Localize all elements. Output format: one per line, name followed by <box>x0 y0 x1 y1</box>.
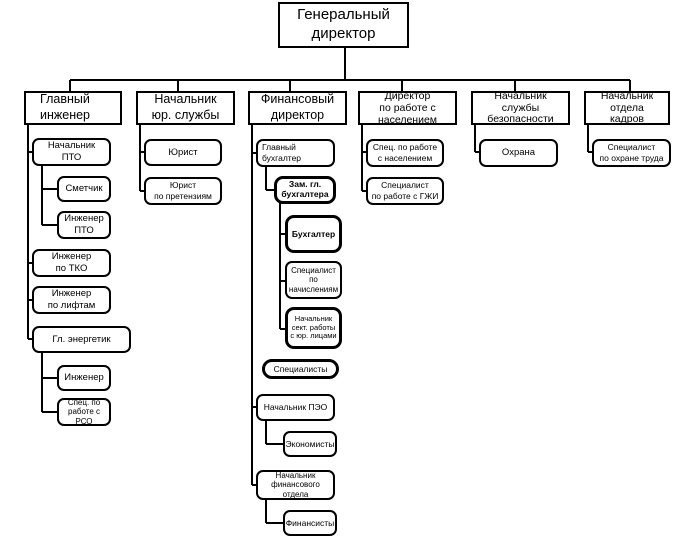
financiers-box: Финансисты <box>283 510 337 536</box>
labor-safety-specialist-box: Специалист по охране труда <box>592 139 671 167</box>
tko-engineer-box: Инженер по ТКО <box>32 249 111 277</box>
guard-box: Охрана <box>479 139 558 167</box>
accountant-box: Бухгалтер <box>285 215 342 253</box>
dept-engineer-head: Главный инженер <box>24 91 122 125</box>
gzhi-specialist-box: Специалист по работе с ГЖИ <box>366 177 444 205</box>
specialists-box: Специалисты <box>262 359 339 379</box>
dept-legal-head: Начальник юр. службы <box>136 91 235 125</box>
ceo-box: Генеральный директор <box>278 2 409 48</box>
dept-population-head: Директор по работе с населением <box>358 90 457 126</box>
pto-head-box: Начальник ПТО <box>32 138 111 166</box>
rso-specialist-box: Спец. по работе с РСО <box>57 398 111 426</box>
dept-finance-head: Финансовый директор <box>248 91 347 125</box>
chief-power-engineer-box: Гл. энергетик <box>32 326 131 353</box>
lawyer-box: Юрист <box>144 139 222 166</box>
deputy-accountant-box: Зам. гл. бухгалтера <box>274 176 336 204</box>
chief-accountant-box: Главный бухгалтер <box>256 139 335 167</box>
population-specialist-box: Спец. по работе с населением <box>366 139 444 167</box>
dept-hr-head: Начальник отдела кадров <box>584 91 670 125</box>
claims-lawyer-box: Юрист по претензиям <box>144 177 222 205</box>
legal-entities-sector-head-box: Начальник сект. работы с юр. лицами <box>285 307 342 349</box>
accrual-specialist-box: Специалист по начислениям <box>285 261 342 299</box>
pto-engineer-box: Инженер ПТО <box>57 211 111 239</box>
power-engineer-box: Инженер <box>57 365 111 391</box>
finance-dept-head-box: Начальник финансового отдела <box>256 470 335 500</box>
peo-head-box: Начальник ПЭО <box>256 394 335 421</box>
dept-security-head: Начальник службы безопасности <box>471 91 570 125</box>
economists-box: Экономисты <box>283 431 337 457</box>
lift-engineer-box: Инженер по лифтам <box>32 286 111 314</box>
estimator-box: Сметчик <box>57 176 111 202</box>
